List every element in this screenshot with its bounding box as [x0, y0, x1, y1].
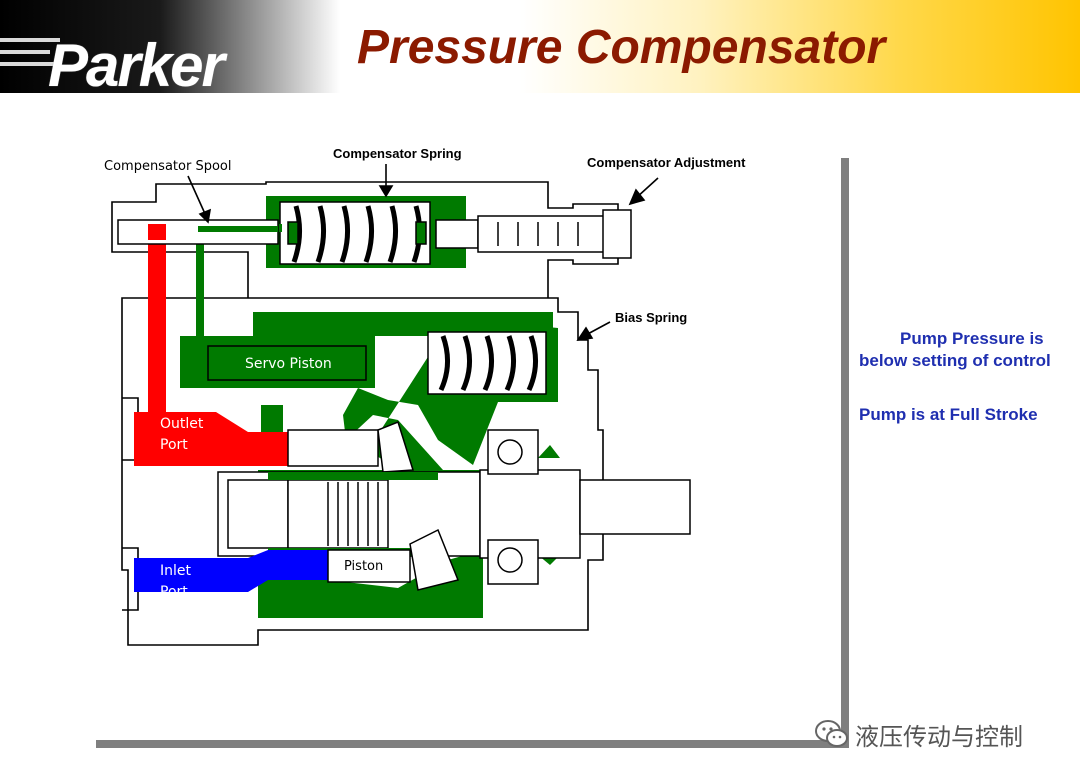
- drive-shaft: [217, 469, 691, 559]
- watermark: 液压传动与控制: [815, 716, 1023, 752]
- parker-logo: Parker: [0, 20, 250, 96]
- right-divider-bar: [841, 158, 849, 748]
- outlet-port-label-2: Port: [160, 437, 188, 453]
- bottom-divider-bar: [96, 740, 849, 748]
- pointer-arrows: [187, 164, 659, 342]
- lower-piston: [327, 549, 411, 583]
- bearing: [487, 429, 539, 585]
- compensator-spool-label: Compensator Spool: [104, 159, 231, 174]
- upper-piston: [287, 429, 379, 467]
- header-banner: Parker Pressure Compensator: [0, 0, 1080, 96]
- servo-piston-label: Servo Piston: [245, 356, 332, 372]
- watermark-text: 液压传动与控制: [855, 722, 1023, 751]
- inlet-port-label-1: Inlet: [160, 563, 192, 579]
- logo-text: Parker: [48, 32, 225, 99]
- compensator-spring: [279, 201, 431, 265]
- compensator-adjustment-label: Compensator Adjustment: [587, 155, 746, 170]
- bias-spring: [427, 331, 547, 395]
- wechat-icon: [815, 720, 848, 747]
- inlet-path: [134, 550, 328, 592]
- compensator-adjustment-screw: [435, 209, 632, 259]
- outlet-port-label-1: Outlet: [160, 416, 204, 432]
- bias-spring-label: Bias Spring: [615, 310, 687, 325]
- inlet-port-label-2: Port: [160, 584, 188, 600]
- pump-stroke-status: Pump is at Full Stroke: [859, 405, 1038, 424]
- compensator-spring-label: Compensator Spring: [333, 146, 462, 161]
- piston-label: Piston: [344, 559, 383, 574]
- page-title: Pressure Compensator: [357, 21, 886, 74]
- pump-pressure-status: Pump Pressure is below setting of contro…: [859, 329, 1051, 370]
- pump-cutaway-diagram: Servo Piston Outlet Port Inlet: [98, 140, 798, 675]
